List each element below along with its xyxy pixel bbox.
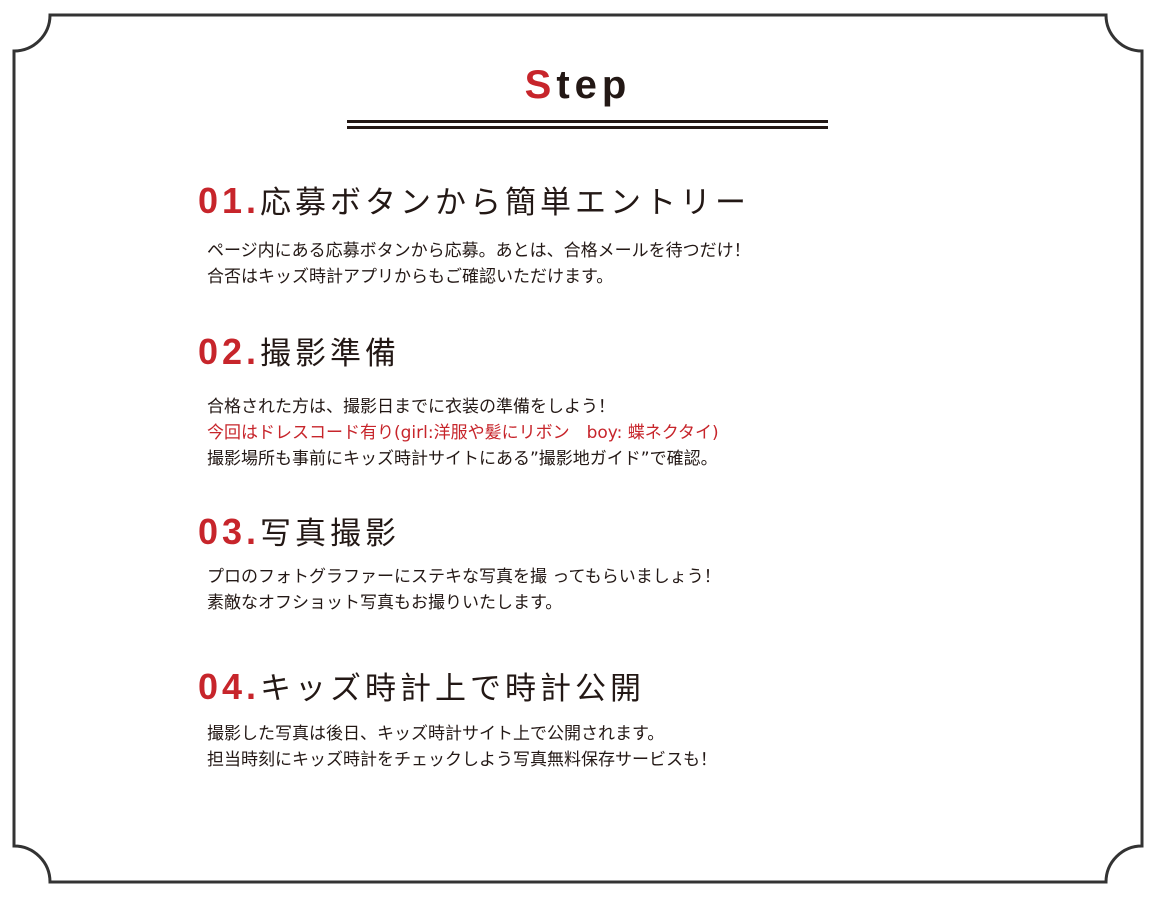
title-first-letter: S — [524, 63, 557, 107]
title-rest: tep — [556, 63, 632, 107]
description-line: 素敵なオフショット写真もお撮りいたします。 — [207, 593, 563, 613]
step-heading: 03.写真撮影 — [198, 510, 721, 554]
description-line: 撮影した写真は後日、キッズ時計サイト上で公開されます。 — [207, 724, 665, 744]
step-3: 03.写真撮影 プロのフォトグラファーにステキな写真を撮 ってもらいましょう！ … — [198, 510, 721, 616]
description-line: 撮影場所も事前にキッズ時計サイトにある”撮影地ガイド”で確認。 — [207, 449, 718, 469]
step-heading-text: 撮影準備 — [260, 336, 401, 372]
description-line: ページ内にある応募ボタンから応募。あとは、合格メールを待つだけ！ — [207, 241, 751, 261]
step-heading-text: 写真撮影 — [260, 516, 401, 552]
step-number: 02. — [198, 331, 261, 372]
step-heading: 04.キッズ時計上で時計公開 — [198, 665, 717, 709]
step-2: 02.撮影準備 合格された方は、撮影日までに衣装の準備をしよう！ 今回はドレスコ… — [198, 330, 719, 472]
step-number: 01. — [198, 180, 261, 221]
step-heading-text: 応募ボタンから簡単エントリー — [260, 185, 751, 221]
step-description: 合格された方は、撮影日までに衣装の準備をしよう！ 今回はドレスコード有り(gir… — [207, 394, 719, 472]
dress-code-note: 今回はドレスコード有り(girl:洋服や髪にリボン boy: 蝶ネクタイ) — [207, 423, 719, 443]
step-1: 01.応募ボタンから簡単エントリー ページ内にある応募ボタンから応募。あとは、合… — [198, 179, 751, 290]
step-4: 04.キッズ時計上で時計公開 撮影した写真は後日、キッズ時計サイト上で公開されま… — [198, 665, 717, 773]
title-rule-top — [347, 120, 828, 123]
description-line: 合格された方は、撮影日までに衣装の準備をしよう！ — [207, 397, 615, 417]
description-line: 合否はキッズ時計アプリからもご確認いただけます。 — [207, 267, 614, 287]
title-rule-bottom — [347, 126, 828, 129]
description-line: プロのフォトグラファーにステキな写真を撮 ってもらいましょう！ — [207, 567, 721, 587]
step-number: 04. — [198, 666, 261, 707]
step-description: プロのフォトグラファーにステキな写真を撮 ってもらいましょう！ 素敵なオフショッ… — [207, 564, 721, 616]
step-description: ページ内にある応募ボタンから応募。あとは、合格メールを待つだけ！ 合否はキッズ時… — [207, 238, 751, 290]
step-number: 03. — [198, 511, 261, 552]
step-heading: 02.撮影準備 — [198, 330, 719, 374]
page-title: Step — [0, 60, 1156, 110]
step-heading-text: キッズ時計上で時計公開 — [260, 671, 646, 707]
description-line: 担当時刻にキッズ時計をチェックしよう写真無料保存サービスも！ — [207, 750, 717, 770]
step-heading: 01.応募ボタンから簡単エントリー — [198, 179, 751, 223]
step-description: 撮影した写真は後日、キッズ時計サイト上で公開されます。 担当時刻にキッズ時計をチ… — [207, 721, 717, 773]
